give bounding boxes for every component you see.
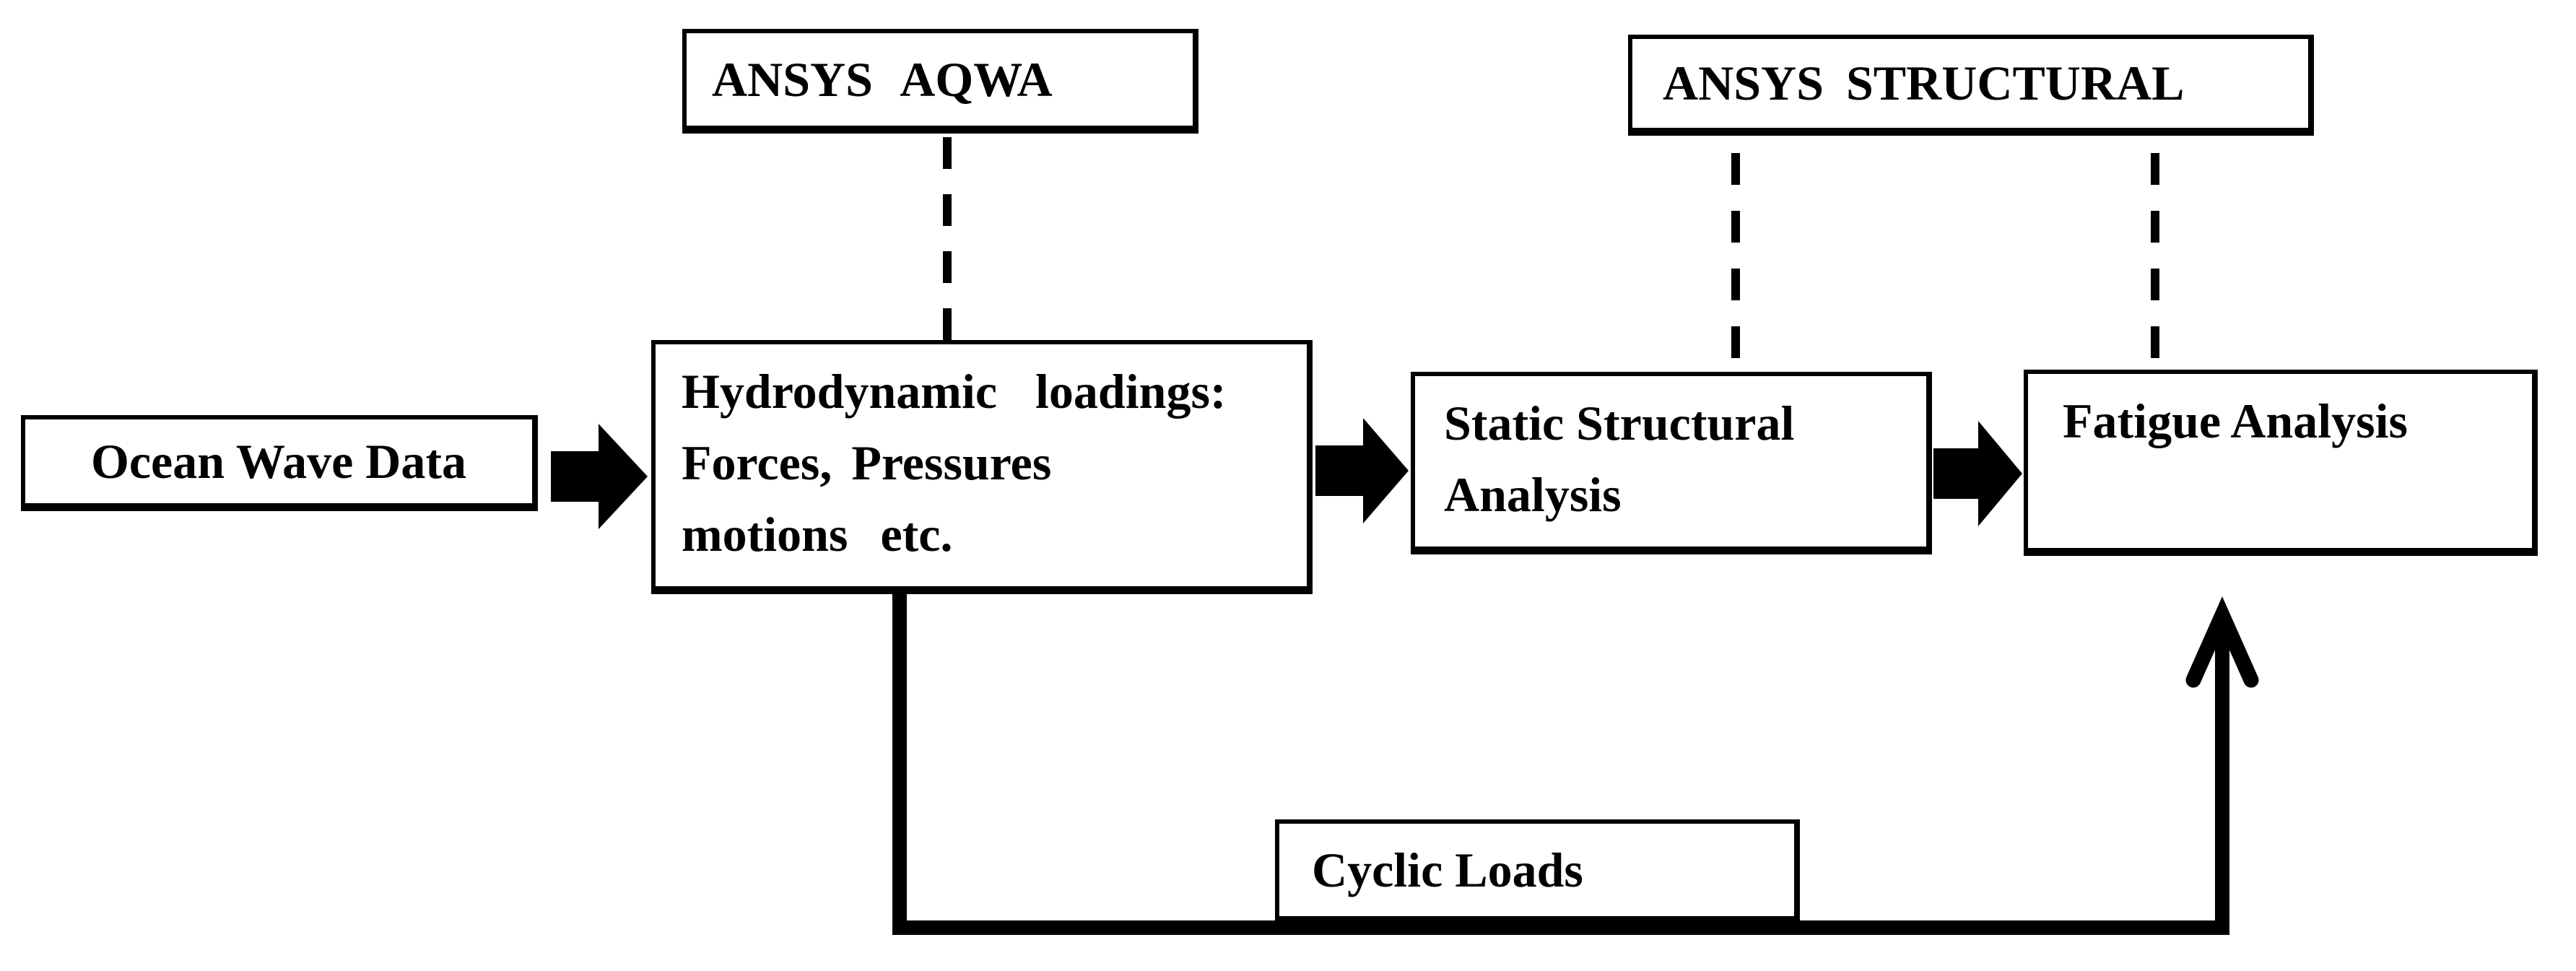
node-cyclic-loads-label: Cyclic Loads	[1312, 842, 1583, 897]
cyclic-feedback-arrowhead-icon	[2185, 596, 2259, 688]
node-fatigue-analysis-label: Fatigue Analysis	[2063, 393, 2408, 448]
node-static-structural-analysis-line1: Static Structural	[1444, 396, 1795, 450]
node-fatigue-analysis: Fatigue Analysis	[2024, 370, 2538, 556]
arrow-hydrodynamic-to-static-icon	[1315, 418, 1409, 523]
node-ansys-structural-label: ANSYS STRUCTURAL	[1663, 56, 2185, 110]
node-cyclic-loads: Cyclic Loads	[1275, 819, 1800, 924]
node-ocean-wave-data-label: Ocean Wave Data	[90, 433, 467, 489]
node-hydrodynamic-loadings-line2: Forces, Pressures	[682, 435, 1052, 490]
node-ansys-aqwa-label: ANSYS AQWA	[712, 51, 1053, 107]
node-hydrodynamic-loadings-line1: Hydrodynamic loadings:	[682, 364, 1227, 419]
node-ansys-aqwa: ANSYS AQWA	[682, 29, 1198, 134]
node-static-structural-analysis: Static Structural Analysis	[1411, 372, 1932, 554]
node-ansys-structural: ANSYS STRUCTURAL	[1628, 35, 2314, 136]
node-static-structural-analysis-line2: Analysis	[1444, 467, 1622, 522]
arrow-static-to-fatigue-icon	[1933, 421, 2022, 526]
node-ocean-wave-data: Ocean Wave Data	[21, 415, 538, 511]
node-hydrodynamic-loadings-line3: motions etc.	[682, 507, 953, 562]
node-hydrodynamic-loadings: Hydrodynamic loadings: Forces, Pressures…	[651, 340, 1313, 594]
cyclic-feedback-line	[892, 588, 2229, 935]
arrow-ocean-to-hydrodynamic-icon	[551, 424, 648, 529]
